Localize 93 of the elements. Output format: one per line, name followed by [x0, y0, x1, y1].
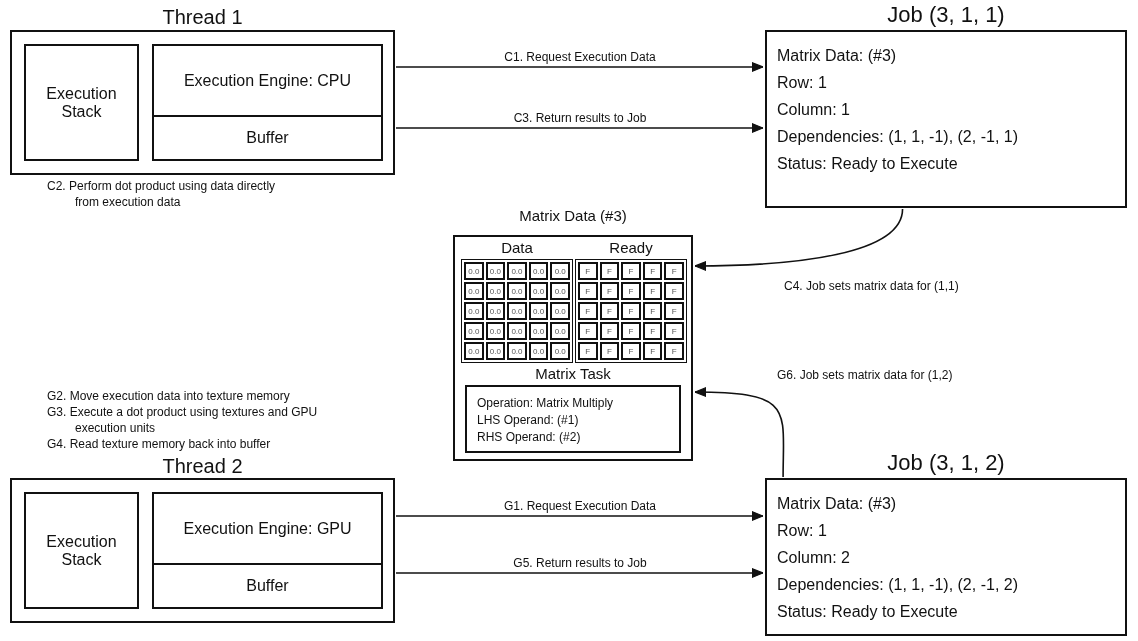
edge-label: G6. Job sets matrix data for (1,2): [775, 368, 955, 382]
data-value: 0.0: [464, 302, 484, 320]
ready-flag: F: [642, 322, 663, 340]
ready-flag: F: [578, 282, 598, 300]
matrix-task-title: Matrix Task: [535, 365, 611, 382]
task-detail: Operation: Matrix Multiply: [477, 396, 614, 410]
job-detail: Matrix Data: (#3): [777, 495, 897, 512]
buffer-box: Buffer: [152, 115, 383, 161]
data-value: 0.0: [464, 342, 484, 360]
job-title: Job (3, 1, 1): [887, 2, 1005, 27]
ready-flag: F: [578, 322, 598, 340]
data-value: 0.0: [528, 282, 549, 300]
thread-title: Thread 2: [162, 455, 243, 477]
job-detail: Matrix Data: (#3): [777, 47, 897, 64]
job-detail: Row: 1: [777, 522, 827, 539]
arrow: [395, 510, 764, 522]
ready-flag: F: [621, 322, 641, 340]
ready-flag: F: [642, 262, 663, 280]
edge-label: C1. Request Execution Data: [502, 49, 658, 64]
job-detail: Dependencies: (1, 1, -1), (2, -1, 1): [777, 128, 1018, 145]
data-value: 0.0: [485, 262, 506, 280]
ready-flag: F: [642, 302, 663, 320]
grid-heading: Ready: [609, 239, 653, 256]
job-detail: Status: Ready to Execute: [777, 155, 958, 172]
data-value: 0.0: [507, 262, 527, 280]
ready-flag: F: [578, 302, 598, 320]
ready-flag: F: [664, 342, 684, 360]
ready-flag: F: [599, 322, 620, 340]
ready-flag: F: [599, 342, 620, 360]
note: G4. Read texture memory back into buffer: [47, 436, 272, 452]
data-value: 0.0: [550, 302, 570, 320]
data-value: 0.0: [507, 282, 527, 300]
data-value: 0.0: [485, 342, 506, 360]
data-value: 0.0: [464, 282, 484, 300]
buffer-box: Buffer: [152, 563, 383, 609]
job-title: Job (3, 1, 2): [887, 450, 1005, 475]
data-value: 0.0: [507, 342, 527, 360]
data-value: 0.0: [528, 302, 549, 320]
data-value: 0.0: [485, 302, 506, 320]
edge-label: C4. Job sets matrix data for (1,1): [782, 279, 961, 293]
note: G3. Execute a dot product using textures and GPU execution units: [47, 404, 319, 436]
data-value: 0.0: [528, 262, 549, 280]
data-value: 0.0: [528, 322, 549, 340]
ready-flag: F: [578, 342, 598, 360]
note: C2. Perform dot product using data directly from execution data: [47, 178, 277, 210]
data-value: 0.0: [485, 282, 506, 300]
ready-flag: F: [642, 282, 663, 300]
ready-flag: F: [664, 282, 684, 300]
ready-flag: F: [621, 282, 641, 300]
data-value: 0.0: [550, 282, 570, 300]
data-value: 0.0: [528, 342, 549, 360]
ready-flag: F: [578, 262, 598, 280]
ready-flag: F: [664, 322, 684, 340]
arrow: [694, 387, 785, 478]
data-value: 0.0: [464, 262, 484, 280]
ready-flag: F: [599, 262, 620, 280]
execution-stack-box: Execution Stack: [24, 492, 139, 609]
data-value: 0.0: [550, 322, 570, 340]
data-value: 0.0: [464, 322, 484, 340]
edge-label: G1. Request Execution Data: [501, 499, 659, 513]
job-detail: Dependencies: (1, 1, -1), (2, -1, 2): [777, 576, 1018, 593]
job-detail: Row: 1: [777, 74, 827, 91]
data-value: 0.0: [507, 322, 527, 340]
data-value: 0.0: [550, 262, 570, 280]
data-value: 0.0: [507, 302, 527, 320]
ready-flag: F: [599, 302, 620, 320]
arrow: [395, 567, 764, 578]
grid-heading: Data: [501, 239, 533, 256]
ready-flag: F: [664, 302, 684, 320]
note: G2. Move execution data into texture memory: [47, 388, 291, 404]
task-detail: RHS Operand: (#2): [477, 430, 581, 444]
execution-engine-box: Execution Engine: GPU: [152, 492, 383, 565]
data-value: 0.0: [485, 322, 506, 340]
ready-flag: F: [621, 342, 641, 360]
edge-label: C3. Return results to Job: [511, 111, 649, 125]
thread-title: Thread 1: [162, 6, 243, 28]
arrow: [395, 123, 764, 134]
edge-label: G5. Return results to Job: [511, 555, 649, 570]
execution-engine-box: Execution Engine: CPU: [152, 44, 383, 117]
ready-flag: F: [664, 262, 684, 280]
ready-flag: F: [621, 302, 641, 320]
job-detail: Column: 2: [777, 549, 850, 566]
ready-flag: F: [642, 342, 663, 360]
matrix-data-title: Matrix Data (#3): [519, 207, 627, 224]
ready-flag: F: [621, 262, 641, 280]
job-detail: Column: 1: [777, 101, 850, 118]
task-detail: LHS Operand: (#1): [477, 413, 579, 427]
arrow: [395, 61, 764, 72]
arrow: [694, 208, 904, 271]
data-value: 0.0: [550, 342, 570, 360]
execution-stack-box: Execution Stack: [24, 44, 139, 161]
job-detail: Status: Ready to Execute: [777, 603, 958, 620]
ready-flag: F: [599, 282, 620, 300]
